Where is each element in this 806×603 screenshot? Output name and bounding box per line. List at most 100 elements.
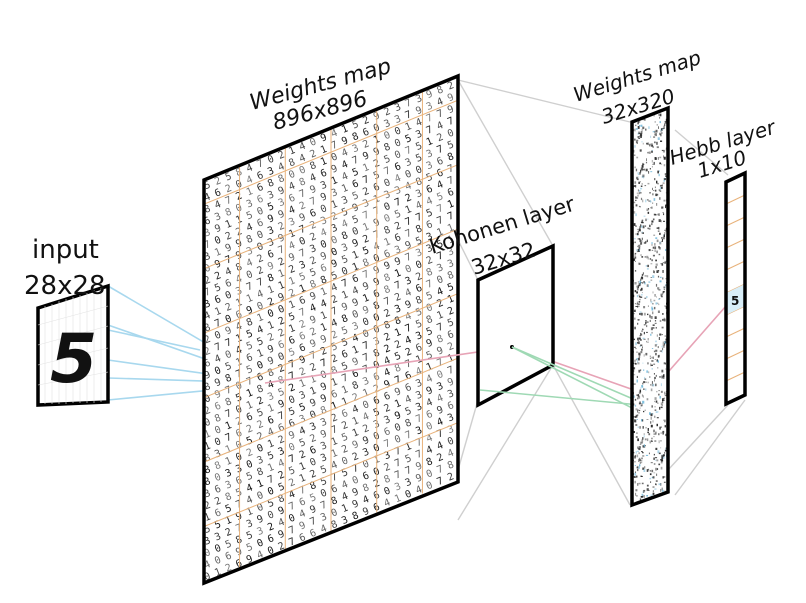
svg-text:3: 3 — [393, 244, 403, 256]
svg-text:6: 6 — [393, 161, 403, 173]
svg-text:3: 3 — [393, 303, 403, 315]
svg-text:6: 6 — [203, 215, 213, 227]
svg-text:5: 5 — [245, 364, 255, 376]
svg-text:9: 9 — [425, 89, 435, 101]
svg-text:2: 2 — [203, 275, 213, 287]
svg-text:1: 1 — [256, 348, 266, 360]
svg-text:5: 5 — [351, 167, 361, 179]
svg-text:6: 6 — [213, 401, 223, 413]
svg-text:2: 2 — [308, 255, 318, 267]
svg-text:3: 3 — [308, 243, 318, 255]
svg-text:3: 3 — [414, 330, 424, 342]
svg-text:4: 4 — [393, 173, 403, 185]
svg-text:0: 0 — [256, 502, 266, 514]
svg-text:0: 0 — [213, 543, 223, 555]
svg-text:7: 7 — [404, 216, 414, 228]
svg-text:3: 3 — [383, 189, 393, 201]
svg-text:4: 4 — [425, 373, 435, 385]
svg-text:2: 2 — [224, 230, 234, 242]
svg-text:1: 1 — [245, 293, 255, 305]
svg-text:5: 5 — [351, 190, 361, 202]
svg-text:3: 3 — [446, 412, 456, 424]
svg-text:0: 0 — [404, 263, 414, 275]
svg-text:9: 9 — [446, 376, 456, 388]
svg-text:2: 2 — [361, 233, 371, 245]
svg-text:1: 1 — [446, 293, 456, 305]
svg-text:5: 5 — [435, 239, 445, 251]
svg-text:3: 3 — [361, 376, 371, 388]
svg-text:2: 2 — [256, 265, 266, 277]
svg-text:9: 9 — [383, 379, 393, 391]
svg-text:7: 7 — [308, 196, 318, 208]
svg-text:8: 8 — [414, 176, 424, 188]
svg-text:0: 0 — [245, 459, 255, 471]
svg-text:7: 7 — [404, 358, 414, 370]
svg-text:2: 2 — [203, 500, 213, 512]
svg-text:0: 0 — [425, 468, 435, 480]
svg-text:7: 7 — [287, 501, 297, 513]
svg-text:2: 2 — [330, 412, 340, 424]
svg-text:3: 3 — [414, 425, 424, 437]
svg-text:0: 0 — [319, 203, 329, 215]
svg-text:0: 0 — [425, 421, 435, 433]
svg-text:7: 7 — [446, 175, 456, 187]
svg-text:2: 2 — [308, 468, 318, 480]
svg-text:9: 9 — [308, 291, 318, 303]
hebb-active-output: 5 — [731, 294, 739, 308]
svg-text:8: 8 — [308, 160, 318, 172]
svg-text:3: 3 — [277, 446, 287, 458]
weights-map-1-digits: 5258470214094152923739824620463484217986… — [203, 80, 456, 583]
svg-text:0: 0 — [330, 234, 340, 246]
output-links — [479, 346, 641, 413]
svg-text:3: 3 — [245, 518, 255, 530]
svg-text:0: 0 — [330, 507, 340, 519]
svg-text:5: 5 — [256, 407, 266, 419]
svg-text:7: 7 — [330, 140, 340, 152]
svg-text:0: 0 — [446, 128, 456, 140]
svg-text:9: 9 — [213, 223, 223, 235]
svg-text:7: 7 — [287, 453, 297, 465]
svg-text:0: 0 — [224, 313, 234, 325]
svg-text:1: 1 — [393, 398, 403, 410]
svg-text:7: 7 — [330, 424, 340, 436]
svg-text:3: 3 — [224, 467, 234, 479]
svg-text:1: 1 — [361, 387, 371, 399]
svg-text:7: 7 — [435, 464, 445, 476]
svg-text:6: 6 — [319, 168, 329, 180]
svg-text:1: 1 — [393, 268, 403, 280]
svg-text:1: 1 — [351, 427, 361, 439]
svg-text:3: 3 — [266, 166, 276, 178]
svg-text:5: 5 — [351, 214, 361, 226]
svg-text:6: 6 — [287, 193, 297, 205]
svg-text:5: 5 — [203, 524, 213, 536]
svg-text:1: 1 — [256, 478, 266, 490]
svg-text:1: 1 — [361, 162, 371, 174]
svg-text:1: 1 — [393, 493, 403, 505]
svg-text:0: 0 — [425, 302, 435, 314]
svg-text:2: 2 — [213, 495, 223, 507]
svg-text:4: 4 — [340, 159, 350, 171]
svg-text:2: 2 — [435, 132, 445, 144]
svg-text:0: 0 — [393, 125, 403, 137]
svg-text:2: 2 — [361, 186, 371, 198]
svg-text:0: 0 — [383, 201, 393, 213]
svg-text:6: 6 — [414, 342, 424, 354]
svg-text:0: 0 — [319, 239, 329, 251]
svg-text:9: 9 — [224, 325, 234, 337]
svg-text:8: 8 — [213, 460, 223, 472]
svg-text:9: 9 — [277, 529, 287, 541]
svg-text:0: 0 — [404, 169, 414, 181]
svg-text:4: 4 — [298, 425, 308, 437]
svg-text:3: 3 — [425, 148, 435, 160]
svg-text:4: 4 — [277, 161, 287, 173]
svg-text:0: 0 — [213, 330, 223, 342]
svg-text:8: 8 — [298, 176, 308, 188]
svg-text:9: 9 — [414, 461, 424, 473]
svg-text:0: 0 — [383, 485, 393, 497]
svg-text:7: 7 — [435, 357, 445, 369]
svg-text:7: 7 — [361, 352, 371, 364]
svg-text:4: 4 — [330, 282, 340, 294]
svg-text:5: 5 — [245, 340, 255, 352]
svg-text:2: 2 — [277, 434, 287, 446]
svg-text:4: 4 — [266, 379, 276, 391]
